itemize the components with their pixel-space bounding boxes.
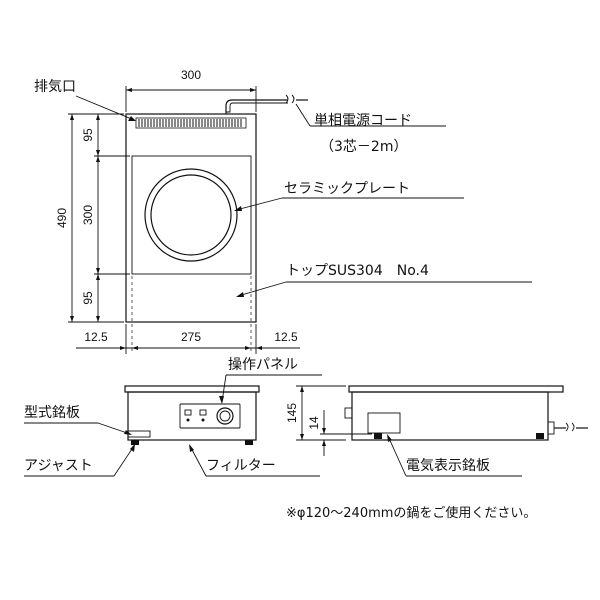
ceramic-plate-outline	[131, 155, 252, 275]
model-plate-box	[127, 430, 151, 438]
dim-sections: 95 300 95	[81, 114, 130, 322]
label-ceramic-plate: セラミックプレート	[284, 181, 410, 197]
side-cord-break	[565, 422, 575, 432]
control-knob-outer	[216, 407, 234, 425]
cord-break-mark	[285, 94, 295, 104]
dim-width: 300	[125, 68, 257, 112]
exhaust-vent	[135, 117, 247, 129]
ceramic-plate-callout: セラミックプレート	[234, 181, 464, 211]
adjust-callout: アジャスト	[24, 444, 135, 477]
filter-callout: フィルター	[189, 444, 320, 477]
exhaust-vent-slots	[138, 119, 242, 127]
control-panel	[179, 403, 241, 429]
side-knob	[344, 407, 353, 419]
label-power-cord: 単相電源コード	[314, 113, 412, 129]
dim-width-label: 300	[181, 68, 201, 82]
front-body	[127, 391, 257, 441]
dim-bottom-row: 12.5 275 12.5	[76, 276, 300, 354]
front-view	[124, 385, 260, 445]
power-cord	[225, 99, 288, 114]
side-foot-left	[374, 433, 382, 439]
power-cord-callout: 単相電源コード （3芯－2m）	[295, 103, 446, 155]
control-panel-callout: 操作パネル	[219, 357, 322, 404]
dim-height: 145	[285, 385, 346, 441]
electric-plate-box	[367, 412, 401, 434]
top-view	[125, 94, 308, 323]
power-cord-inner	[226, 102, 288, 113]
label-top: トップSUS304 No.4	[286, 263, 429, 279]
dim-mid-275-label: 275	[181, 330, 201, 344]
dim-left-12-5-label: 12.5	[84, 330, 108, 344]
label-adjust: アジャスト	[24, 458, 93, 474]
dim-right-12-5-label: 12.5	[274, 330, 298, 344]
exhaust-callout: 排気口	[34, 79, 136, 121]
side-foot-right	[536, 433, 544, 439]
dim-height-label: 145	[285, 403, 299, 423]
top-callout: トップSUS304 No.4	[236, 263, 532, 297]
label-model-plate: 型式銘板	[24, 405, 80, 421]
usage-note: ※φ120～240mmの鍋をご使用ください。	[286, 505, 536, 521]
label-exhaust: 排気口	[34, 79, 76, 95]
top-view-outline	[125, 113, 257, 323]
dim-foot-label: 14	[307, 416, 321, 430]
front-top-plate	[124, 385, 260, 393]
cord-bushing	[547, 421, 555, 435]
dim-plate-300-label: 300	[81, 205, 95, 225]
label-electric-plate: 電気表示銘板	[406, 458, 490, 474]
dim-foot: 14	[307, 410, 372, 456]
label-cord-spec: （3芯－2m）	[320, 139, 407, 155]
adjuster-foot-left	[131, 440, 139, 445]
dim-depth: 490	[55, 113, 124, 323]
side-view	[344, 385, 588, 441]
side-top-plate	[348, 385, 564, 393]
label-control-panel: 操作パネル	[228, 357, 298, 373]
dim-bottom-95-label: 95	[81, 291, 95, 305]
control-knob-inner	[219, 410, 231, 422]
dim-top-95-label: 95	[81, 128, 95, 142]
heating-ring-inner	[150, 174, 232, 256]
electric-plate-callout: 電気表示銘板	[387, 434, 522, 477]
model-plate-callout: 型式銘板	[24, 405, 132, 435]
control-panel-lamps	[184, 409, 207, 422]
dim-depth-label: 490	[55, 208, 69, 228]
heating-ring-outer	[144, 168, 238, 262]
label-filter: フィルター	[206, 458, 276, 474]
adjuster-foot-right	[245, 440, 253, 445]
